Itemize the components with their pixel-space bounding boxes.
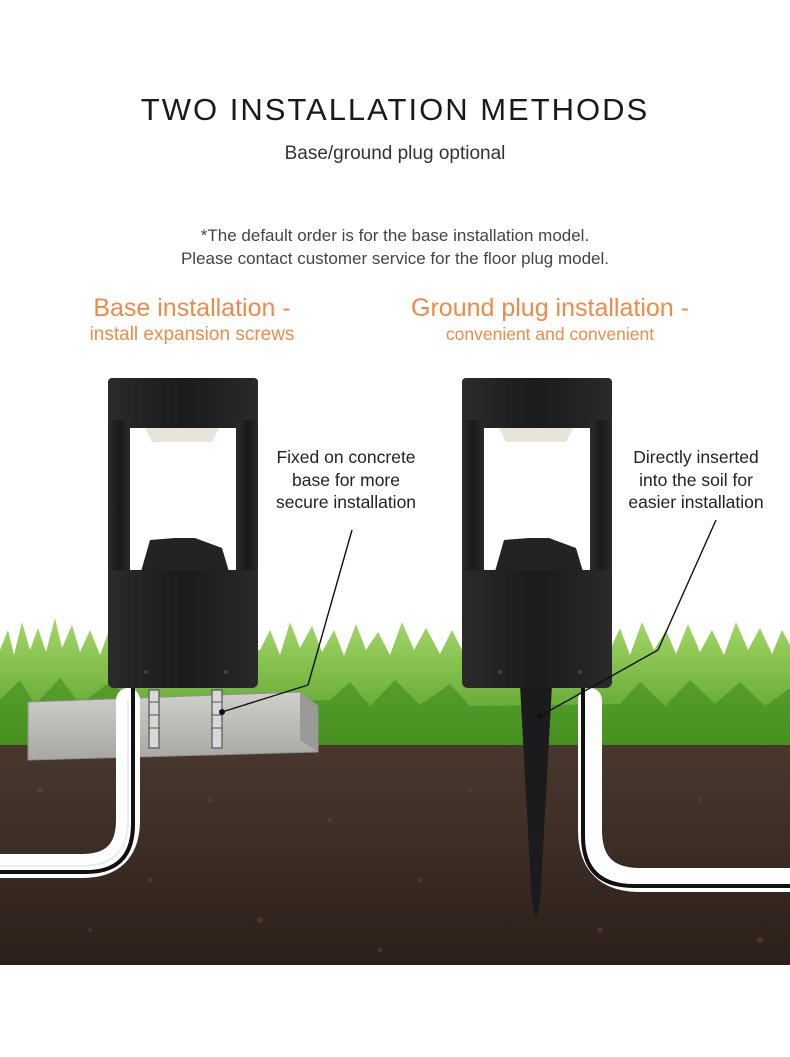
expansion-screw-right [211, 689, 223, 749]
base-installation-subheading: install expansion screws [89, 324, 295, 345]
soil-texture [37, 787, 763, 952]
callout-line-left-elbow [221, 684, 309, 713]
base-installation-heading: Base installation - [93, 294, 291, 322]
expansion-screw-left [148, 689, 160, 749]
concrete-base [27, 691, 319, 761]
base-callout-line-3: secure installation [275, 492, 417, 512]
ground-spike [520, 685, 552, 905]
callout-line-left [307, 529, 353, 686]
order-note-line-1: *The default order is for the base insta… [200, 226, 590, 245]
conduit-right [578, 686, 790, 892]
conduit-left [0, 686, 140, 878]
ground-plug-callout-line-3: easier installation [628, 492, 764, 512]
callout-line-right [657, 519, 717, 651]
ground-plug-heading: Ground plug installation - [411, 294, 689, 322]
callout-line-right-elbow [539, 649, 659, 717]
base-callout-line-2: base for more [292, 469, 400, 490]
ground-plug-callout-line-1: Directly inserted [633, 447, 759, 467]
page-title: TWO INSTALLATION METHODS [140, 92, 650, 127]
page-subtitle: Base/ground plug optional [284, 143, 506, 164]
base-callout: Fixed on concrete base for more secure i… [262, 446, 430, 514]
ground-plug-callout: Directly inserted into the soil for easi… [612, 446, 780, 514]
base-callout-line-1: Fixed on concrete [276, 447, 416, 467]
bollard-lamp-left [108, 378, 258, 688]
order-note-line-2: Please contact customer service for the … [180, 249, 610, 268]
order-note: *The default order is for the base insta… [0, 224, 790, 270]
bollard-lamp-right [462, 378, 612, 688]
ground-plug-callout-line-2: into the soil for [639, 469, 753, 490]
ground-plug-subheading: convenient and convenient [445, 324, 655, 344]
